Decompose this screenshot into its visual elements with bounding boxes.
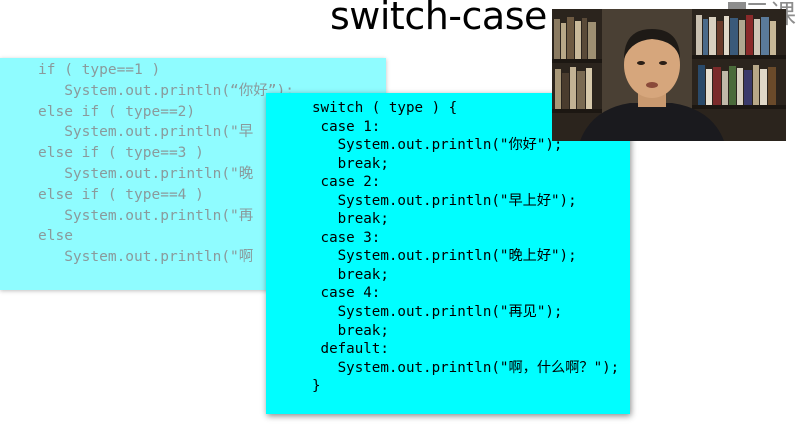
- code-line: System.out.println("你好");: [312, 137, 563, 154]
- code-line: case 2:: [312, 174, 381, 191]
- code-line: else if ( type==3 ): [38, 145, 204, 162]
- code-line: break;: [312, 266, 389, 283]
- code-line: System.out.println("再: [38, 207, 254, 224]
- code-line: if ( type==1 ): [38, 62, 161, 78]
- code-line: System.out.println("啊: [38, 249, 254, 266]
- code-line: System.out.println("啊，什么啊？");: [312, 359, 620, 376]
- presenter-image: [552, 9, 786, 141]
- code-line: System.out.println("晚上好");: [312, 248, 577, 265]
- code-line: else: [38, 228, 73, 245]
- code-line: System.out.println("早上好");: [312, 192, 577, 209]
- code-line: System.out.println(“你好”);: [38, 82, 294, 99]
- code-line: }: [312, 378, 321, 395]
- code-line: case 3:: [312, 229, 381, 246]
- switch-code-panel: switch ( type ) { case 1: System.out.pri…: [266, 93, 630, 414]
- if-else-code-panel: if ( type==1 ) System.out.println(“你好”);…: [0, 58, 386, 290]
- code-line: case 1:: [312, 118, 381, 135]
- code-line: System.out.println("早: [38, 124, 254, 141]
- code-line: System.out.println("晚: [38, 165, 254, 182]
- slide-title: switch-case: [330, 0, 547, 38]
- code-line: default:: [312, 341, 389, 358]
- code-line: else if ( type==2): [38, 103, 196, 120]
- code-line: switch ( type ) {: [312, 100, 458, 116]
- presenter-video: [552, 9, 786, 141]
- code-line: case 4:: [312, 285, 381, 302]
- code-line: break;: [312, 322, 389, 339]
- code-line: break;: [312, 211, 389, 228]
- code-line: System.out.println("再见");: [312, 304, 563, 321]
- code-line: else if ( type==4 ): [38, 186, 204, 203]
- code-line: break;: [312, 155, 389, 172]
